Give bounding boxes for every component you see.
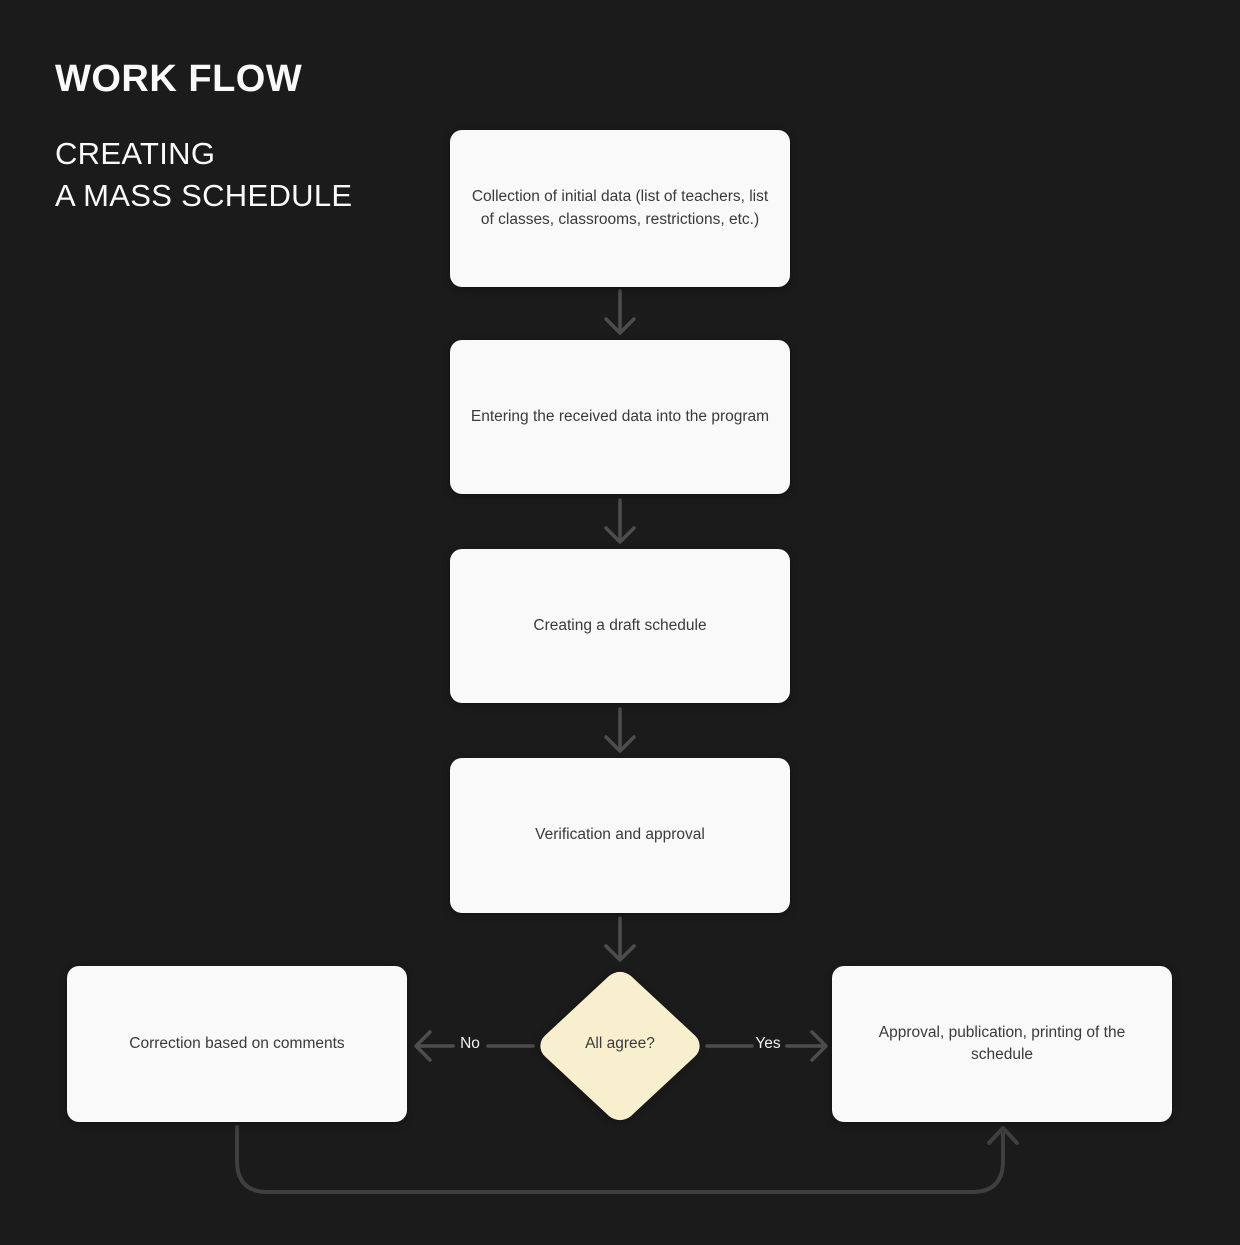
page-subtitle: CREATING A MASS SCHEDULE (55, 133, 352, 217)
node-create-draft: Creating a draft schedule (450, 549, 790, 703)
edge-label-no: No (460, 1035, 480, 1052)
node-correction: Correction based on comments (67, 966, 407, 1122)
page-title: WORK FLOW (55, 58, 303, 100)
arrow-draft-to-verify (604, 707, 636, 753)
node-label: Verification and approval (535, 826, 705, 844)
arrow-verify-to-decision (604, 916, 636, 962)
arrow-correction-to-approval-loop (235, 1125, 1019, 1194)
edge-label-yes: Yes (755, 1035, 781, 1052)
node-enter-data: Entering the received data into the prog… (450, 340, 790, 494)
node-collect-initial-data: Collection of initial data (list of teac… (450, 130, 790, 287)
arrow-enter-to-draft (604, 498, 636, 544)
node-label: Approval, publication, printing of the s… (878, 1023, 1126, 1063)
node-label: Creating a draft schedule (533, 616, 707, 634)
node-label: Entering the received data into the prog… (470, 407, 770, 425)
arrow-collect-to-enter (604, 289, 636, 335)
node-approval-publication: Approval, publication, printing of the s… (832, 966, 1172, 1122)
node-verification: Verification and approval (450, 758, 790, 913)
node-label: Collection of initial data (list of teac… (471, 188, 769, 228)
subtitle-line-2: A MASS SCHEDULE (55, 178, 353, 213)
subtitle-line-1: CREATING (55, 136, 216, 171)
decision-label: All agree? (585, 1035, 655, 1052)
node-label: Correction based on comments (129, 1034, 345, 1052)
